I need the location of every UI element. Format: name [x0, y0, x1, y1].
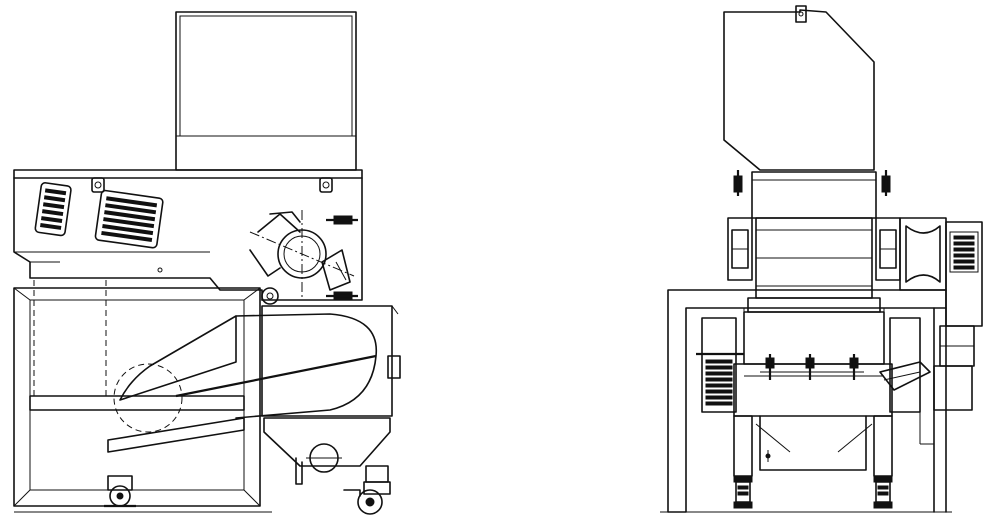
front-hopper — [723, 5, 875, 171]
side-motor-box — [261, 305, 401, 417]
front-frame — [660, 289, 952, 513]
side-clamp-top — [326, 215, 358, 225]
side-caster-right — [343, 481, 391, 515]
side-frame — [13, 280, 261, 513]
front-leg-left — [733, 415, 753, 509]
collection-bin — [263, 417, 391, 485]
front-clamp-right — [881, 170, 891, 196]
front-view — [660, 5, 983, 513]
lifting-eye-right — [319, 177, 333, 193]
side-main-body — [13, 169, 363, 301]
vent-grille-large — [94, 189, 164, 249]
front-side-grille-left — [696, 317, 744, 413]
front-motor — [933, 221, 983, 411]
rotor-housing — [249, 210, 355, 305]
bearing-housing-left — [727, 217, 753, 281]
side-caster-left — [104, 475, 136, 508]
screen-chamber — [733, 311, 893, 471]
front-pulley — [899, 217, 947, 291]
lifting-eye-left — [91, 177, 105, 193]
bearing-housing-right — [875, 217, 901, 281]
vent-grille-small — [34, 182, 72, 237]
front-bolts — [760, 354, 864, 380]
front-clamp-left — [733, 170, 743, 196]
belt-guard — [107, 313, 378, 453]
front-leg-right — [873, 415, 893, 509]
cutting-chamber — [747, 171, 881, 313]
side-view — [13, 11, 401, 515]
front-side-panel-right — [879, 317, 931, 413]
side-clamp-bottom — [326, 291, 358, 301]
side-hopper — [175, 11, 357, 171]
